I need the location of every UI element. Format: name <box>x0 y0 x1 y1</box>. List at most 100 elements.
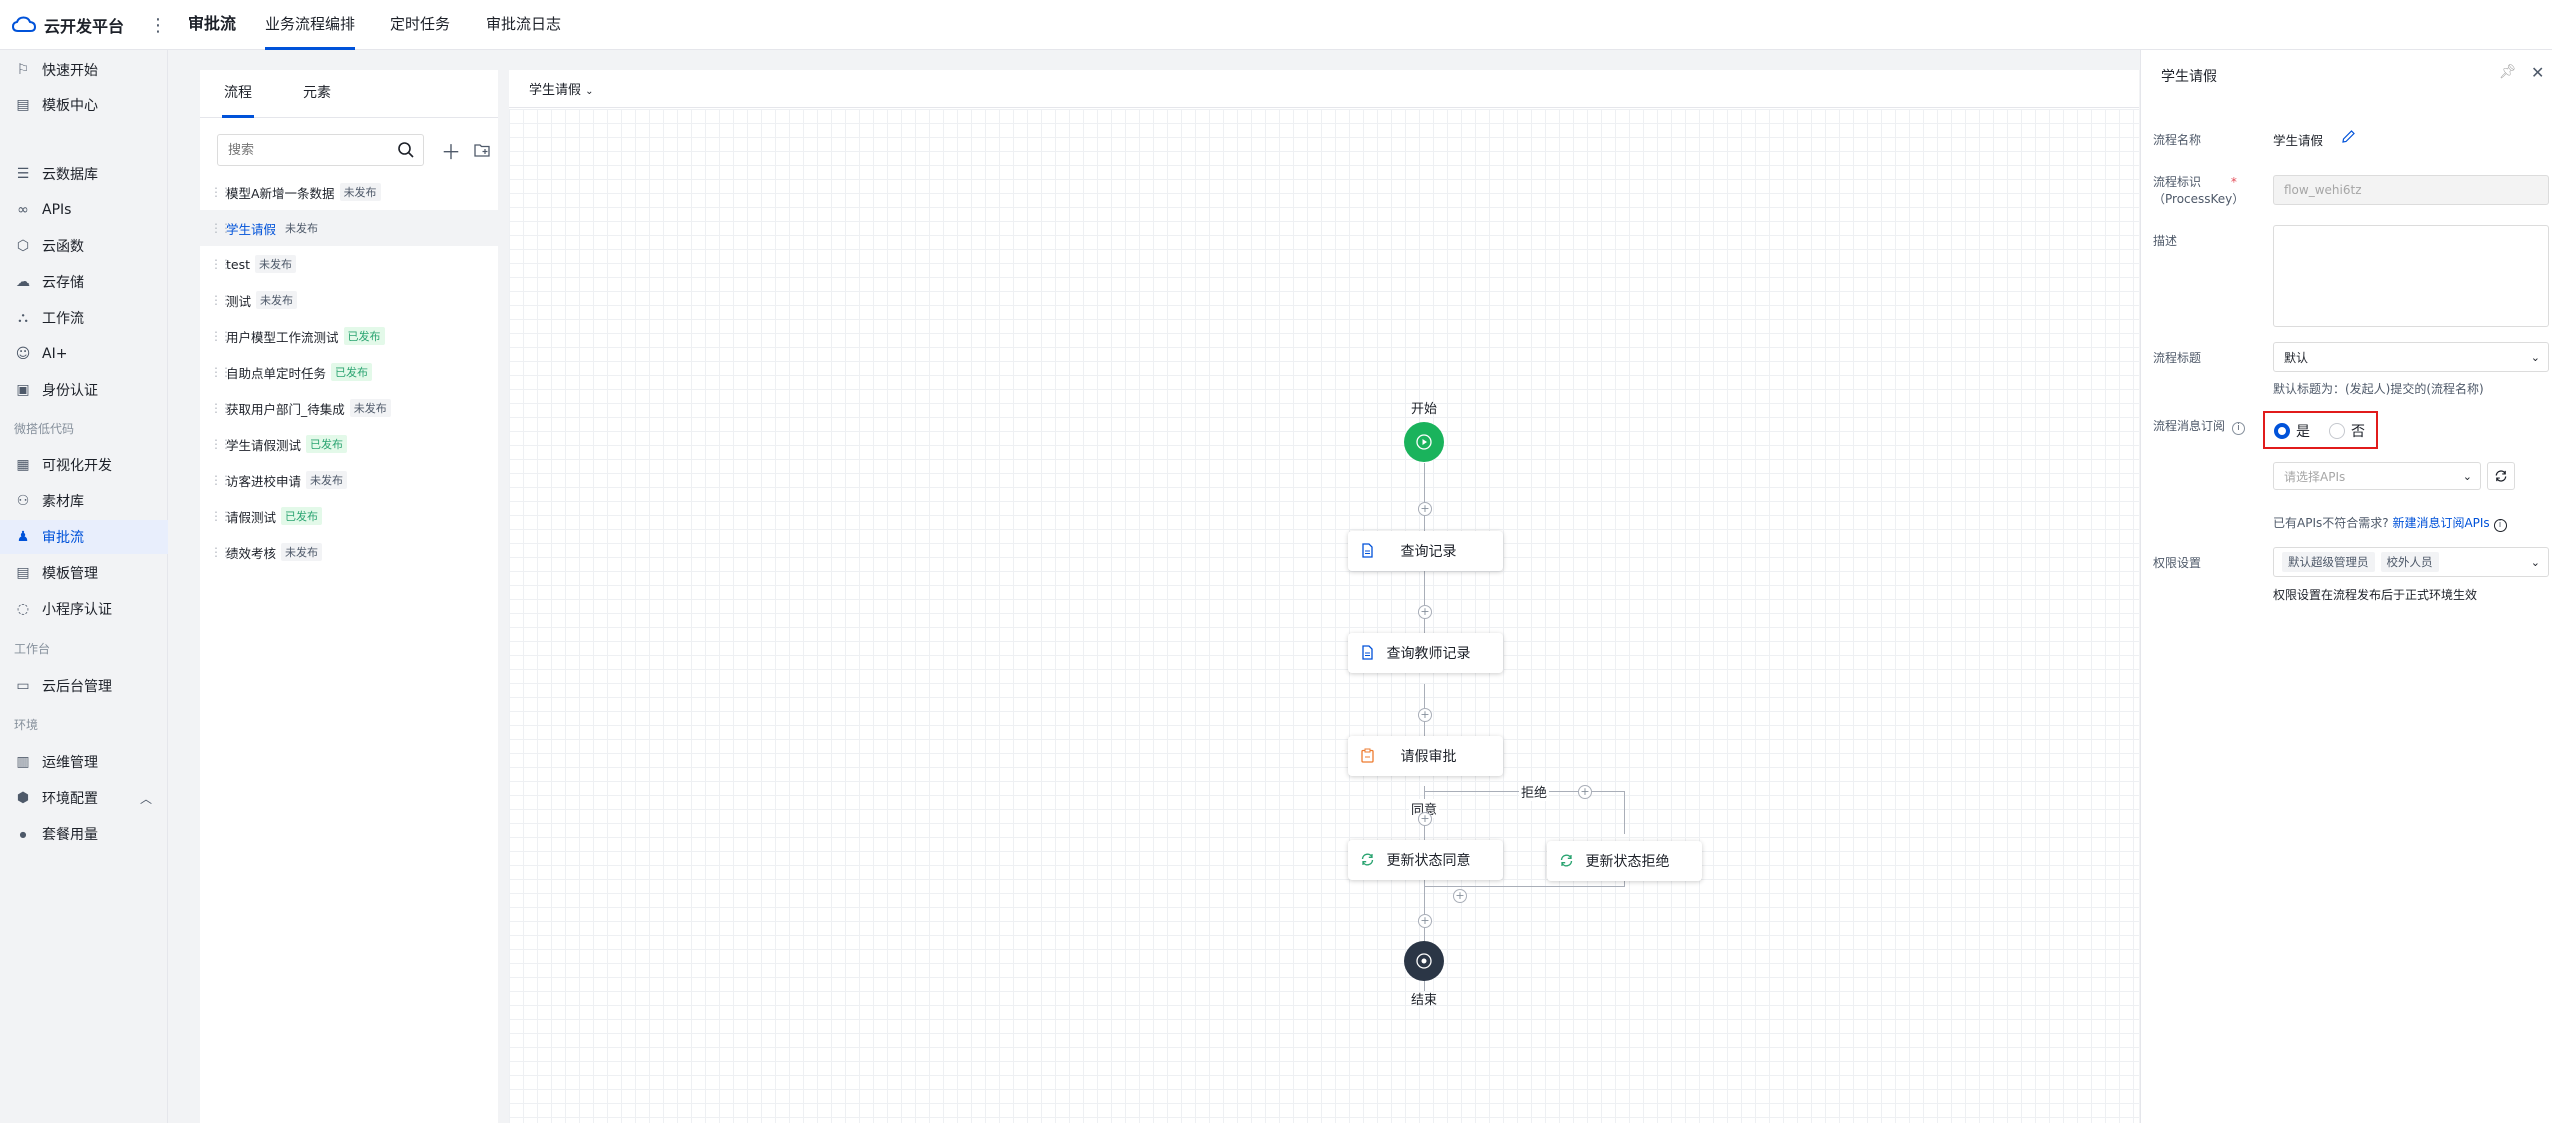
sidebar-item-ops[interactable]: ▥运维管理 <box>0 745 168 779</box>
panel-title: 学生请假 <box>2161 69 2217 85</box>
permission-select[interactable]: 默认超级管理员校外人员⌄ <box>2273 547 2549 577</box>
tab-approval-log[interactable]: 审批流日志 <box>486 15 562 33</box>
flow-list-item[interactable]: ⋮⋮测试未发布 <box>200 282 498 318</box>
sidebar-item-label: 云存储 <box>42 275 84 291</box>
sidebar-item-template-manage[interactable]: ▤模板管理 <box>0 556 168 590</box>
flow-list-item[interactable]: ⋮⋮学生请假测试已发布 <box>200 426 498 462</box>
add-node-button[interactable]: + <box>1418 914 1432 928</box>
add-node-button[interactable]: + <box>1418 605 1432 619</box>
status-badge: 未发布 <box>256 291 298 309</box>
add-node-button[interactable]: + <box>1418 708 1432 722</box>
node-query-teacher-record[interactable]: 查询教师记录 <box>1348 633 1503 673</box>
sidebar-item-assets[interactable]: ⚇素材库 <box>0 484 168 518</box>
sidebar-item-template-center[interactable]: ▤模板中心 <box>0 88 168 122</box>
add-folder-button[interactable] <box>471 139 493 161</box>
sidebar-item-storage[interactable]: ☁云存储 <box>0 265 168 299</box>
drag-handle-icon[interactable]: ⋮⋮ <box>210 221 232 235</box>
sidebar-item-approval-flow[interactable]: ♟审批流 <box>0 520 168 554</box>
tab-elements[interactable]: 元素 <box>303 85 331 101</box>
drag-handle-icon[interactable]: ⋮⋮ <box>210 401 232 415</box>
sidebar-item-apis[interactable]: ∞APIs <box>0 193 168 227</box>
flow-name: 自助点单定时任务 <box>226 365 327 381</box>
tab-flow-orchestration[interactable]: 业务流程编排 <box>265 0 356 50</box>
start-node[interactable] <box>1404 422 1444 462</box>
database-icon: ☰ <box>16 166 30 182</box>
stamp-icon: ♟ <box>16 529 30 545</box>
sidebar-item-package-usage[interactable]: ●套餐用量 <box>0 817 168 851</box>
sidebar-item-database[interactable]: ☰云数据库 <box>0 157 168 191</box>
search-input[interactable] <box>218 135 378 165</box>
refresh-button[interactable] <box>2487 462 2515 490</box>
robot-icon: ☺ <box>15 346 31 362</box>
brand-name: 云开发平台 <box>44 17 125 36</box>
tab-scheduled-tasks[interactable]: 定时任务 <box>390 15 451 33</box>
node-update-status-reject[interactable]: 更新状态拒绝 <box>1547 841 1702 881</box>
description-textarea[interactable] <box>2273 225 2549 327</box>
close-icon[interactable]: ✕ <box>2531 63 2545 82</box>
more-icon[interactable]: ⋮ <box>149 15 167 36</box>
flow-title-hint: 默认标题为：(发起人)提交的(流程名称) <box>2273 382 2484 396</box>
sidebar-item-workflow[interactable]: ⛬工作流 <box>0 301 168 335</box>
sidebar-item-quick-start[interactable]: ⚐快速开始 <box>0 53 168 87</box>
info-icon[interactable]: i <box>2493 519 2507 532</box>
flow-name: 绩效考核 <box>226 545 277 561</box>
drag-handle-icon[interactable]: ⋮⋮ <box>210 293 232 307</box>
api-select[interactable]: 请选择APIs⌄ <box>2273 462 2481 490</box>
flow-title-select[interactable]: 默认⌄ <box>2273 342 2549 372</box>
drag-handle-icon[interactable]: ⋮⋮ <box>210 365 232 379</box>
flow-list-item[interactable]: ⋮⋮请假测试已发布 <box>200 498 498 534</box>
drag-handle-icon[interactable]: ⋮⋮ <box>210 473 232 487</box>
flow-list-item[interactable]: ⋮⋮获取用户部门_待集成未发布 <box>200 390 498 426</box>
node-query-record[interactable]: 查询记录 <box>1348 531 1503 571</box>
sidebar-item-env-config[interactable]: ⬢环境配置︿ <box>0 781 168 815</box>
flow-selector[interactable]: 学生请假 ⌄ <box>529 79 594 98</box>
drag-handle-icon[interactable]: ⋮⋮ <box>210 437 232 451</box>
drag-handle-icon[interactable]: ⋮⋮ <box>210 185 232 199</box>
add-node-button[interactable]: + <box>1418 812 1432 826</box>
add-flow-button[interactable]: ＋ <box>440 139 462 164</box>
info-icon[interactable]: i <box>2231 422 2245 435</box>
drag-handle-icon[interactable]: ⋮⋮ <box>210 509 232 523</box>
pin-icon[interactable]: 📌︎ <box>2499 64 2517 80</box>
flow-list-item[interactable]: ⋮⋮绩效考核未发布 <box>200 534 498 570</box>
add-node-button[interactable]: + <box>1418 502 1432 516</box>
flow-list-item[interactable]: ⋮⋮用户模型工作流测试已发布 <box>200 318 498 354</box>
document-icon <box>1362 645 1373 660</box>
sidebar-item-auth[interactable]: ▣身份认证 <box>0 373 168 407</box>
flow-list-item[interactable]: ⋮⋮访客进校申请未发布 <box>200 462 498 498</box>
drag-handle-icon[interactable]: ⋮⋮ <box>210 257 232 271</box>
node-update-status-agree[interactable]: 更新状态同意 <box>1348 840 1503 880</box>
flow-list-item[interactable]: ⋮⋮模型A新增一条数据未发布 <box>200 174 498 210</box>
canvas-grid[interactable]: 开始 + 查询记录 + 查询教师记录 + 请假审批 拒绝 + 同意 + 更新状态… <box>509 109 2139 1123</box>
create-api-link[interactable]: 新建消息订阅APIs <box>2392 516 2490 530</box>
flow-name: test <box>226 256 251 272</box>
radio-yes[interactable]: 是 <box>2274 421 2310 441</box>
sidebar-item-miniprogram-auth[interactable]: ◌小程序认证 <box>0 592 168 626</box>
brand[interactable]: 云开发平台 ⋮ <box>12 0 167 50</box>
add-branch-button[interactable]: + <box>1578 785 1592 799</box>
sidebar-item-visual-dev[interactable]: ▦可视化开发 <box>0 448 168 482</box>
search-box <box>217 134 424 166</box>
permission-hint: 权限设置在流程发布后于正式环境生效 <box>2273 588 2478 602</box>
tab-flows[interactable]: 流程 <box>222 70 254 118</box>
search-icon[interactable] <box>397 141 415 159</box>
add-node-button[interactable]: + <box>1453 889 1467 903</box>
radio-no[interactable]: 否 <box>2329 421 2365 441</box>
radio-unchecked-icon <box>2329 423 2345 439</box>
node-leave-approval[interactable]: 请假审批 <box>1348 736 1503 776</box>
chevron-down-icon: ⌄ <box>2530 555 2540 569</box>
edit-icon[interactable] <box>2341 129 2356 144</box>
drag-handle-icon[interactable]: ⋮⋮ <box>210 329 232 343</box>
sidebar-item-console[interactable]: ▭云后台管理 <box>0 669 168 703</box>
process-key-value: flow_wehi6tz <box>2284 183 2362 197</box>
end-node[interactable] <box>1404 941 1444 981</box>
drag-handle-icon[interactable]: ⋮⋮ <box>210 545 232 559</box>
flow-list-item[interactable]: ⋮⋮自助点单定时任务已发布 <box>200 354 498 390</box>
sidebar-item-ai[interactable]: ☺AI+ <box>0 337 168 371</box>
status-badge: 已发布 <box>306 435 348 453</box>
sidebar-item-functions[interactable]: ⬡云函数 <box>0 229 168 263</box>
sidebar-item-label: 云函数 <box>42 239 84 255</box>
sidebar: ⚐快速开始 ▤模板中心 ☰云数据库 ∞APIs ⬡云函数 ☁云存储 ⛬工作流 ☺… <box>0 50 168 1123</box>
flow-list-item[interactable]: ⋮⋮学生请假未发布 <box>200 210 498 246</box>
